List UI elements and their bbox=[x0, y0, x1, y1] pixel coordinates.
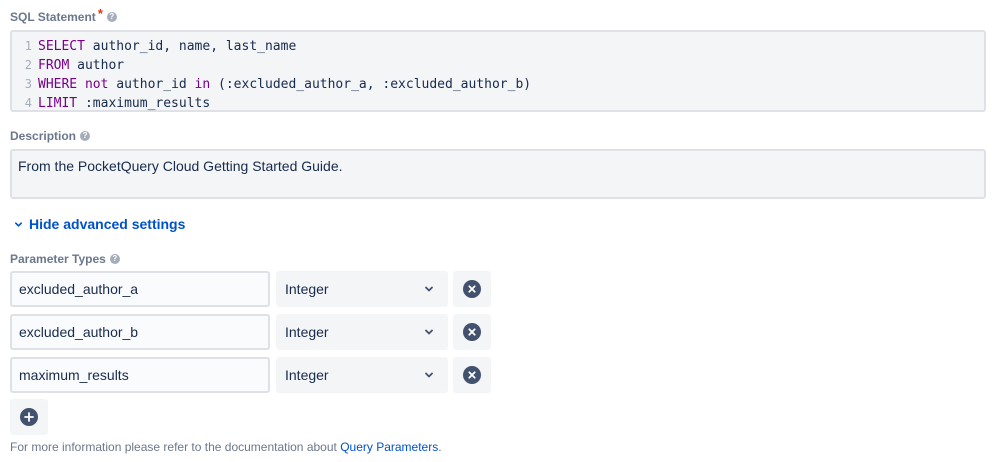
description-label-text: Description bbox=[10, 129, 77, 143]
chevron-down-icon bbox=[425, 329, 433, 335]
sql-keyword: SELECT bbox=[38, 39, 85, 54]
remove-parameter-button[interactable] bbox=[453, 271, 491, 307]
sql-statement-label-text: SQL Statement bbox=[10, 9, 96, 24]
sql-text: (:excluded_author_a, :excluded_author_b) bbox=[210, 77, 532, 92]
parameter-types-label: Parameter Types ? bbox=[10, 252, 120, 266]
sql-statement-label: SQL Statement * ? bbox=[10, 6, 117, 24]
parameter-type-select[interactable]: Integer bbox=[276, 314, 448, 350]
code-line: 2 FROM author bbox=[12, 56, 984, 75]
line-number: 4 bbox=[24, 96, 32, 110]
close-circle-icon bbox=[463, 366, 481, 384]
sql-keyword: in bbox=[194, 77, 211, 92]
parameter-types-label-text: Parameter Types bbox=[10, 252, 106, 266]
query-parameters-link[interactable]: Query Parameters bbox=[340, 440, 439, 454]
remove-parameter-button[interactable] bbox=[453, 314, 491, 350]
close-circle-icon bbox=[463, 323, 481, 341]
sql-keyword: LIMIT bbox=[38, 96, 78, 111]
sql-text: author_id bbox=[108, 77, 195, 92]
parameter-name-input[interactable]: excluded_author_b bbox=[10, 314, 270, 350]
sql-keyword: WHERE bbox=[38, 77, 78, 92]
parameter-type-select[interactable]: Integer bbox=[276, 271, 448, 307]
plus-circle-icon bbox=[20, 408, 38, 426]
close-circle-icon bbox=[463, 280, 481, 298]
remove-parameter-button[interactable] bbox=[453, 357, 491, 393]
sql-text: :maximum_results bbox=[77, 96, 211, 111]
line-number: 1 bbox=[24, 39, 32, 53]
line-number: 2 bbox=[24, 58, 32, 72]
line-number: 3 bbox=[24, 77, 32, 91]
sql-keyword: FROM bbox=[38, 58, 70, 73]
parameter-type-select[interactable]: Integer bbox=[276, 357, 448, 393]
description-textarea[interactable]: From the PocketQuery Cloud Getting Start… bbox=[10, 149, 986, 199]
chevron-down-icon bbox=[425, 286, 433, 292]
parameter-name-input[interactable]: excluded_author_a bbox=[10, 271, 270, 307]
parameter-type-value: Integer bbox=[285, 281, 329, 297]
code-line: 4 LIMIT :maximum_results bbox=[12, 94, 984, 113]
sql-keyword: not bbox=[84, 77, 109, 92]
question-circle-icon[interactable]: ? bbox=[109, 254, 120, 264]
description-label: Description ? bbox=[10, 129, 91, 143]
hide-advanced-settings-label: Hide advanced settings bbox=[29, 216, 186, 232]
hide-advanced-settings-toggle[interactable]: Hide advanced settings bbox=[14, 216, 185, 232]
footnote-suffix: . bbox=[438, 440, 442, 454]
chevron-down-icon bbox=[425, 372, 433, 378]
parameter-type-value: Integer bbox=[285, 367, 329, 383]
code-line: 1 SELECT author_id, name, last_name bbox=[12, 37, 984, 56]
question-circle-icon[interactable]: ? bbox=[80, 131, 91, 141]
parameter-name-input[interactable]: maximum_results bbox=[10, 357, 270, 393]
sql-text bbox=[77, 75, 85, 94]
footnote: For more information please refer to the… bbox=[10, 440, 442, 454]
sql-text: author bbox=[69, 58, 125, 73]
question-circle-icon[interactable]: ? bbox=[106, 11, 117, 22]
chevron-down-icon bbox=[14, 221, 23, 227]
add-parameter-button[interactable] bbox=[10, 399, 48, 435]
parameter-type-value: Integer bbox=[285, 324, 329, 340]
sql-text: author_id, name, last_name bbox=[84, 39, 297, 54]
required-marker: * bbox=[97, 6, 103, 21]
footnote-text: For more information please refer to the… bbox=[10, 440, 341, 454]
code-line: 3 WHERE not author_id in (:excluded_autho… bbox=[12, 75, 984, 94]
